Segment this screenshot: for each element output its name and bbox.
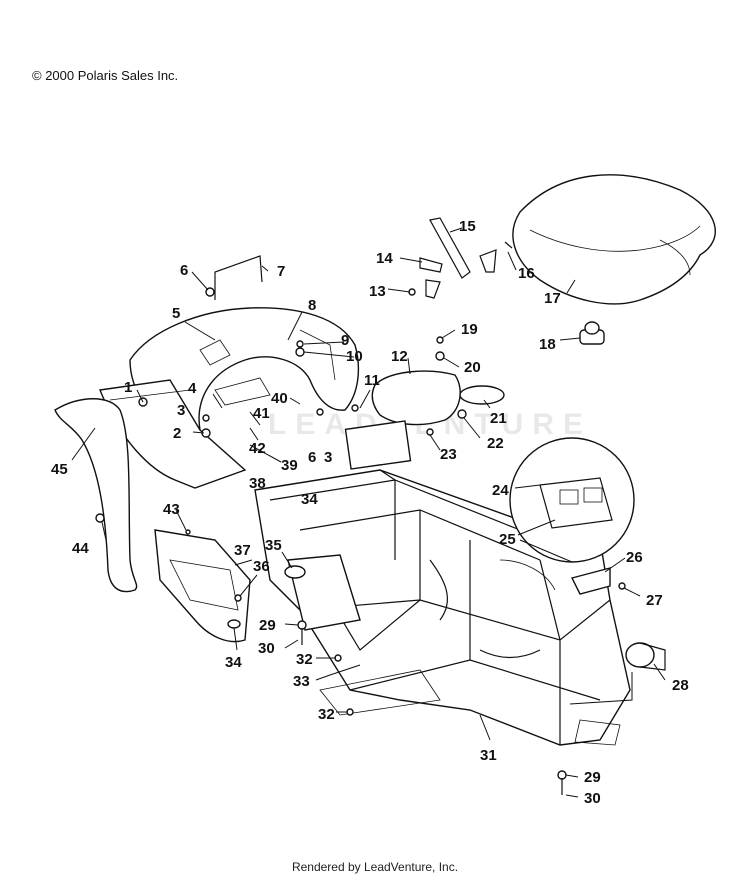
callout-11: 11 [364,372,380,389]
callout-28: 28 [672,677,689,694]
callout-31: 31 [480,747,497,764]
callout-14: 14 [376,250,393,267]
hitch-receiver [569,642,666,705]
callout-27: 27 [646,592,663,609]
callout-29: 29 [259,617,276,634]
rack-handle [214,255,263,300]
callout-9: 9 [341,332,349,349]
callout-32b: 32 [318,706,335,723]
callout-6b: 6 [308,449,316,466]
callout-12: 12 [391,348,408,365]
callout-3: 3 [177,402,185,419]
callout-42: 42 [249,440,266,457]
callout-17: 17 [544,290,561,307]
callout-6: 6 [180,262,188,279]
callout-29b: 29 [584,769,601,786]
callout-13: 13 [369,283,386,300]
fasteners [95,287,626,795]
callout-16: 16 [518,265,535,282]
seat-bumper [579,321,605,345]
callout-34: 34 [301,491,318,508]
seat [512,174,716,305]
callout-labels: 1 2 3 3 4 5 6 6 7 8 9 10 11 12 13 14 15 … [51,218,689,807]
callout-24: 24 [492,482,509,499]
callout-15: 15 [459,218,476,235]
callout-30: 30 [258,640,275,657]
leader-lines [71,227,666,798]
copyright-notice: © 2000 Polaris Sales Inc. [32,68,179,83]
callout-5: 5 [172,305,180,322]
callout-4: 4 [188,380,197,397]
callout-8: 8 [308,297,316,314]
callout-40: 40 [271,390,288,407]
seat-latch [408,217,513,299]
callout-10: 10 [346,348,363,365]
callout-34b: 34 [225,654,242,671]
callout-44: 44 [72,540,89,557]
callout-38: 38 [249,475,266,492]
fender-flare [54,398,138,593]
callout-25: 25 [499,531,516,548]
callout-45: 45 [51,461,68,478]
callout-33: 33 [293,673,310,690]
footer-credit: Rendered by LeadVenture, Inc. [291,860,459,874]
callout-7: 7 [277,263,285,280]
detail-inset [509,437,635,563]
callout-41: 41 [253,405,270,422]
seat-base [344,370,505,470]
callout-19: 19 [461,321,478,338]
callout-20: 20 [464,359,481,376]
callout-39: 39 [281,457,298,474]
callout-43: 43 [163,501,180,518]
callout-37: 37 [234,542,251,559]
callout-1: 1 [124,379,132,396]
callout-35: 35 [265,537,282,554]
footrest-plate [284,554,361,631]
callout-23: 23 [440,446,457,463]
callout-21: 21 [490,410,507,427]
callout-26: 26 [626,549,643,566]
callout-30b: 30 [584,790,601,807]
callout-22: 22 [487,435,504,452]
callout-18: 18 [539,336,556,353]
callout-32: 32 [296,651,313,668]
callout-2: 2 [173,425,181,442]
mount-plate [570,567,611,595]
callout-36: 36 [253,558,270,575]
callout-3b: 3 [324,449,332,466]
footwell [154,529,251,643]
